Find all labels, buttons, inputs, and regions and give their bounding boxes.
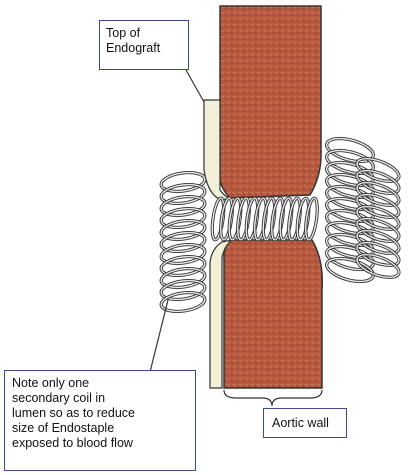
pointer-top-of-endograft (186, 70, 204, 102)
secondary-coil-lumen (160, 170, 206, 314)
note-line: exposed to blood flow (12, 436, 188, 451)
note-line: secondary coil in (12, 391, 188, 406)
note-secondary-coil: Note only one secondary coil in lumen so… (4, 370, 196, 471)
note-line: size of Endostaple (12, 421, 188, 436)
aortic-wall-lower (224, 240, 322, 388)
label-line: Top of (106, 26, 182, 41)
coil-through-wall (210, 198, 319, 241)
aortic-wall-bracket (224, 390, 322, 406)
secondary-coil-outer (324, 134, 402, 286)
note-line: Note only one (12, 376, 188, 391)
note-line: lumen so as to reduce (12, 406, 188, 421)
label-line: Endograft (106, 41, 182, 56)
label-top-of-endograft: Top of Endograft (99, 20, 189, 70)
label-aortic-wall: Aortic wall (263, 408, 347, 438)
aortic-wall-upper (220, 6, 321, 198)
pointer-note (150, 300, 168, 372)
coil-loop (160, 290, 206, 314)
label-line: Aortic wall (272, 416, 338, 431)
